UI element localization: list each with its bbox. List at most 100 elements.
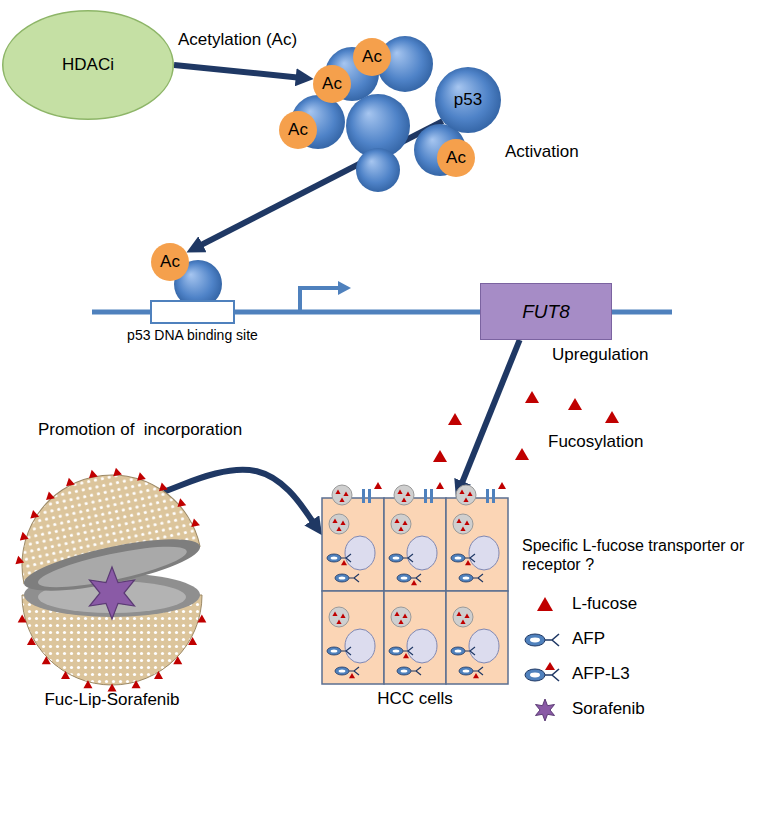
- afp-protein: [393, 556, 400, 559]
- fucose-triangle: [197, 615, 206, 623]
- fucose-triangle: [394, 611, 399, 616]
- fucose-triangle: [87, 469, 97, 479]
- small-liposome: [453, 514, 473, 534]
- fucose-triangle: [27, 637, 36, 645]
- afp-protein: [397, 574, 411, 582]
- fucose-triangle: [188, 637, 197, 645]
- legend-afp-l3-glycan: [545, 669, 559, 681]
- edge-label: Promotion of incorporation: [38, 420, 242, 440]
- fucose-triangle: [467, 491, 472, 496]
- drug-ellipse: HDACi: [2, 10, 174, 120]
- fucose-transporter: [362, 489, 365, 503]
- binding-site-box: p53 DNA binding site: [150, 300, 235, 324]
- transcription-arrow: [300, 288, 338, 312]
- fucose-triangle: [18, 615, 27, 623]
- sorafenib-star: [90, 567, 135, 619]
- gene-box: FUT8: [480, 283, 612, 340]
- fucose-triangle: [112, 467, 122, 477]
- liposome: Fuc-Lip-Sorafenib: [12, 475, 212, 685]
- afp-protein: [451, 647, 465, 655]
- fucose-triangle: [605, 411, 619, 423]
- afp-glycan: [411, 667, 421, 675]
- fucose-transporter: [368, 489, 371, 503]
- acetyl-circle: Ac: [313, 65, 351, 103]
- legend-fucose: [537, 597, 553, 611]
- acetyl-circle: Ac: [279, 111, 317, 149]
- node-label: p53: [454, 90, 482, 110]
- fucose-triangle: [398, 526, 403, 531]
- node-caption: Fuc-Lip-Sorafenib: [44, 690, 179, 710]
- legend-afp-l3-fucose: [545, 662, 555, 670]
- acetyl-circle: Ac: [353, 38, 391, 76]
- node-label: Ac: [160, 252, 180, 272]
- fucose-triangle: [332, 611, 337, 616]
- fucose-triangle: [403, 653, 409, 658]
- afp-protein: [463, 669, 470, 672]
- arrow-connector: [459, 340, 519, 490]
- fucose-transporter: [486, 489, 489, 503]
- cell-nucleus: [469, 536, 499, 570]
- small-liposome: [394, 485, 414, 505]
- legend-text: AFP-L3: [572, 664, 630, 684]
- fucose-triangle: [336, 526, 341, 531]
- node-label: Ac: [362, 47, 382, 67]
- fucose-triangle: [14, 555, 24, 565]
- node-label: Ac: [288, 120, 308, 140]
- fucose-triangle: [61, 671, 70, 679]
- fucose-triangle: [402, 613, 407, 618]
- afp-protein: [401, 576, 408, 579]
- legend-afp: [530, 638, 540, 643]
- fucose-triangle: [464, 520, 469, 525]
- transcription-arrow-head: [338, 281, 351, 295]
- fucose-triangle: [394, 518, 399, 523]
- afp-protein: [339, 669, 346, 672]
- afp-glycan: [349, 574, 359, 582]
- arrow-connector: [174, 65, 305, 78]
- afp-glycan: [403, 647, 413, 655]
- fucose-triangle: [374, 482, 382, 489]
- fucose-triangle: [465, 560, 471, 565]
- acetyl-circle: [437, 139, 475, 177]
- fucose-triangle: [515, 448, 529, 460]
- fucose-triangle: [436, 482, 444, 489]
- afp-protein: [339, 576, 346, 579]
- node-caption: HCC cells: [377, 689, 453, 709]
- note-label: Specific L-fucose transporter or recepto…: [522, 536, 758, 574]
- afp-protein: [463, 576, 470, 579]
- drug-ellipse: [3, 11, 174, 120]
- legend-afp: [525, 634, 545, 646]
- fucose-triangle: [473, 673, 479, 678]
- fucose-triangle: [411, 580, 417, 585]
- fucose-triangle: [343, 491, 348, 496]
- small-liposome: [391, 607, 411, 627]
- small-liposome: [332, 485, 352, 505]
- legend-text: AFP: [572, 629, 605, 649]
- fucose-triangle: [397, 489, 402, 494]
- cell-group-shape: [322, 498, 508, 684]
- small-liposome: [456, 485, 476, 505]
- node-label: Ac: [322, 74, 342, 94]
- fucose-triangle: [135, 471, 145, 481]
- fucose-triangle: [459, 489, 464, 494]
- fucose-triangle: [157, 482, 167, 492]
- cell-group: HCC cells: [322, 498, 508, 684]
- fucose-triangle: [340, 613, 345, 618]
- fucose-triangle: [154, 671, 163, 679]
- afp-glycan: [341, 554, 351, 562]
- afp-protein: [331, 556, 338, 559]
- afp-protein: [327, 647, 341, 655]
- protein-circle: [356, 148, 400, 192]
- legend-afp-l3: [530, 673, 540, 678]
- acetyl-circle: Ac: [437, 139, 475, 177]
- afp-protein: [389, 554, 403, 562]
- fucose-triangle: [498, 482, 506, 489]
- state-label: Activation: [505, 142, 579, 162]
- fucose-triangle: [83, 680, 92, 688]
- fucose-triangle: [64, 477, 74, 487]
- afp-protein: [327, 554, 341, 562]
- fucose-triangle: [568, 398, 582, 410]
- cell-nucleus: [469, 629, 499, 663]
- protein-circle: [435, 67, 501, 133]
- small-liposome: [329, 514, 349, 534]
